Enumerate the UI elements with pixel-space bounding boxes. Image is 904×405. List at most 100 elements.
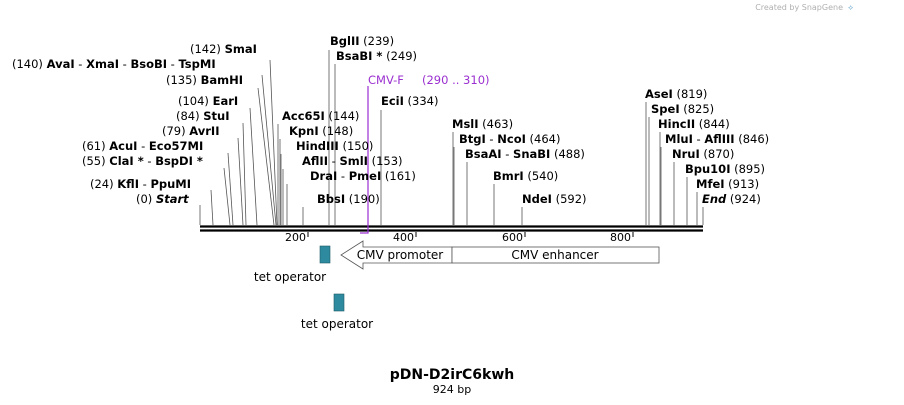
- enzyme-site-label[interactable]: (104) EarI: [178, 94, 238, 108]
- enzyme-name: PpuMI: [150, 177, 191, 191]
- enzyme-site-label[interactable]: BmrI (540): [493, 169, 558, 183]
- enzyme-site-label[interactable]: SpeI (825): [651, 102, 714, 116]
- site-position: (846): [735, 132, 770, 146]
- enzyme-site-labels: (142) SmaI(140) AvaI - XmaI - BsoBI - Ts…: [12, 34, 769, 206]
- feature-cmv-promoter[interactable]: CMV promoter: [340, 240, 453, 270]
- enzyme-name: AflII: [302, 154, 328, 168]
- site-position: (249): [382, 49, 417, 63]
- name-separator: -: [337, 169, 348, 183]
- promoter-arrow: [340, 240, 453, 270]
- feature-label: CMV promoter: [357, 248, 444, 262]
- name-separator: -: [144, 154, 155, 168]
- enzyme-site-label[interactable]: (135) BamHI: [166, 73, 243, 87]
- enzyme-name: StuI: [203, 109, 229, 123]
- site-position: (0): [136, 192, 156, 206]
- enzyme-site-label[interactable]: BbsI (190): [317, 192, 380, 206]
- enzyme-site-label[interactable]: BsaAI - SnaBI (488): [465, 147, 585, 161]
- enzyme-site-label[interactable]: (24) KflI - PpuMI: [90, 177, 191, 191]
- enzyme-site-label[interactable]: Acc65I (144): [282, 109, 359, 123]
- enzyme-name: EarI: [213, 94, 239, 108]
- enzyme-name: MslI: [452, 117, 479, 131]
- name-separator: -: [328, 154, 339, 168]
- tick-label: 400: [393, 231, 414, 244]
- enzyme-name: Bpu10I: [685, 162, 730, 176]
- site-position: (463): [479, 117, 514, 131]
- tet-operator-box: [333, 293, 345, 312]
- cut-site-line: [269, 59, 278, 226]
- cut-site-line: [237, 137, 244, 226]
- site-position: (334): [404, 94, 439, 108]
- name-separator: -: [693, 132, 704, 146]
- enzyme-name: Acc65I: [282, 109, 325, 123]
- enzyme-site-label[interactable]: BtgI - NcoI (464): [459, 132, 560, 146]
- enzyme-name: XmaI: [86, 57, 119, 71]
- feature-label: CMV enhancer: [511, 248, 598, 262]
- site-position: (190): [345, 192, 380, 206]
- enzyme-name: SnaBI: [513, 147, 550, 161]
- enzyme-site-label[interactable]: AflII - SmlI (153): [302, 154, 403, 168]
- enzyme-site-label[interactable]: HindIII (150): [296, 139, 373, 153]
- enzyme-site-label[interactable]: (0) Start: [136, 192, 189, 206]
- site-position: (895): [730, 162, 765, 176]
- enzyme-site-label[interactable]: MfeI (913): [696, 177, 759, 191]
- site-position: (239): [360, 34, 395, 48]
- enzyme-site-label[interactable]: (55) ClaI * - BspDI *: [82, 154, 203, 168]
- enzyme-site-label[interactable]: (61) AcuI - Eco57MI: [82, 139, 203, 153]
- enzyme-site-label[interactable]: BsaBI * (249): [336, 49, 417, 63]
- enzyme-site-label[interactable]: (142) SmaI: [190, 42, 257, 56]
- cut-site-line: [257, 87, 275, 226]
- enzyme-name: AseI: [645, 87, 673, 101]
- site-position: (24): [90, 177, 117, 191]
- site-position: (135): [166, 73, 201, 87]
- credit-text: Created by SnapGene: [755, 3, 843, 12]
- feature-tet-operator-2[interactable]: tet operator: [301, 293, 373, 331]
- feature-label: tet operator: [301, 317, 373, 331]
- enzyme-name: MluI: [665, 132, 693, 146]
- enzyme-name: End: [702, 192, 727, 206]
- enzyme-site-label[interactable]: (84) StuI: [176, 109, 230, 123]
- primer-cmv-f[interactable]: CMV-F (290 .. 310): [360, 73, 490, 234]
- site-position: (148): [319, 124, 354, 138]
- cut-site-line: [227, 152, 234, 226]
- enzyme-name: BamHI: [201, 73, 243, 87]
- enzyme-site-label[interactable]: MslI (463): [452, 117, 513, 131]
- enzyme-name: TspMI: [178, 57, 215, 71]
- cut-site-line: [223, 167, 231, 226]
- enzyme-site-label[interactable]: End (924): [702, 192, 761, 206]
- site-position: (488): [550, 147, 585, 161]
- snapgene-logo-icon: ⟡: [848, 3, 854, 12]
- tet-operator-box: [319, 245, 331, 264]
- tick-label: 600: [502, 231, 523, 244]
- enzyme-site-label[interactable]: AseI (819): [645, 87, 707, 101]
- primer-name: CMV-F: [368, 73, 404, 87]
- cut-site-line: [210, 189, 214, 226]
- enzyme-site-label[interactable]: KpnI (148): [289, 124, 353, 138]
- site-position: (464): [526, 132, 561, 146]
- enzyme-site-label[interactable]: NdeI (592): [522, 192, 587, 206]
- feature-cmv-enhancer[interactable]: CMV enhancer: [451, 246, 660, 264]
- enzyme-site-label[interactable]: EciI (334): [381, 94, 439, 108]
- enzyme-site-label[interactable]: (140) AvaI - XmaI - BsoBI - TspMI: [12, 57, 216, 71]
- enzyme-name: BsoBI: [130, 57, 167, 71]
- enzyme-site-label[interactable]: HincII (844): [658, 117, 730, 131]
- cut-site-line: [249, 107, 258, 226]
- enzyme-name: DraI: [310, 169, 337, 183]
- site-position: (104): [178, 94, 213, 108]
- enzyme-name: AvaI: [47, 57, 75, 71]
- site-position: (592): [552, 192, 587, 206]
- enzyme-name: SpeI: [651, 102, 680, 116]
- enzyme-site-label[interactable]: (79) AvrII: [162, 124, 219, 138]
- enzyme-site-label[interactable]: MluI - AflIII (846): [665, 132, 769, 146]
- enzyme-site-label[interactable]: NruI (870): [672, 147, 734, 161]
- site-position: (84): [176, 109, 203, 123]
- enzyme-site-label[interactable]: Bpu10I (895): [685, 162, 765, 176]
- name-separator: -: [139, 177, 150, 191]
- enzyme-name: BtgI: [459, 132, 486, 146]
- primer-arrow: [360, 86, 369, 234]
- enzyme-site-label[interactable]: BglII (239): [330, 34, 394, 48]
- feature-tet-operator-1[interactable]: tet operator: [254, 245, 331, 284]
- enzyme-name: NdeI: [522, 192, 552, 206]
- enzyme-site-label[interactable]: DraI - PmeI (161): [310, 169, 416, 183]
- enzyme-name: AflIII: [704, 132, 734, 146]
